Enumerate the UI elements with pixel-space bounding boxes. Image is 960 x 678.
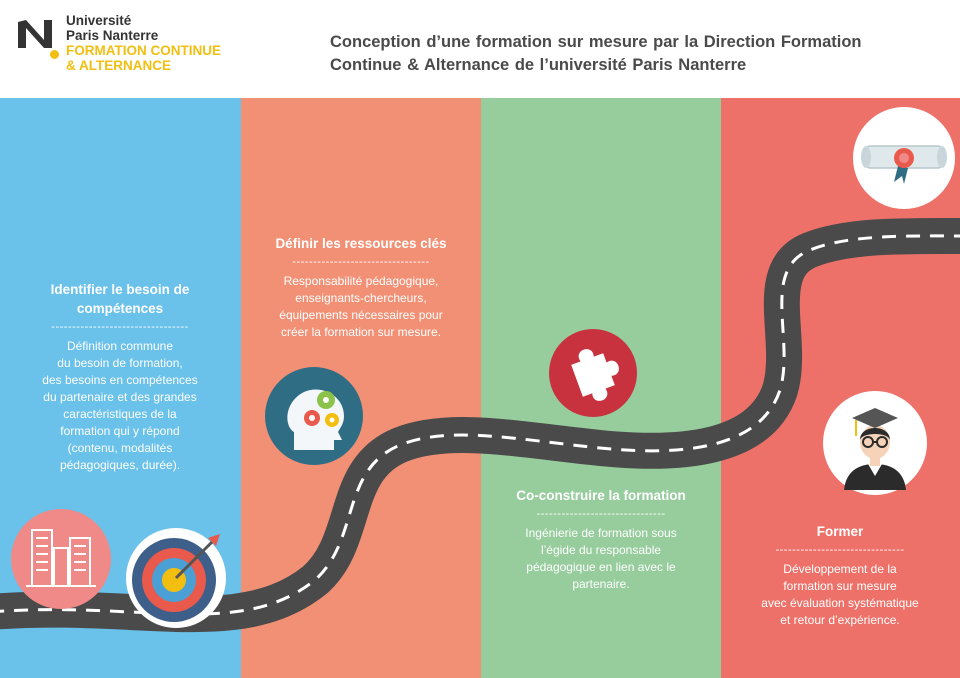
body-line: partenaire.: [572, 577, 630, 591]
body-line: avec évaluation systématique: [761, 596, 919, 610]
body-line: Développement de la: [783, 562, 897, 576]
page-title-line-1: Conception d’une formation sur mesure pa…: [330, 33, 862, 51]
diploma-icon: [853, 107, 955, 209]
step-identifier-heading: Identifier le besoin de compétences: [20, 280, 220, 318]
body-line: du partenaire et des grandes: [43, 390, 197, 404]
step-identifier: Identifier le besoin de compétences ----…: [20, 280, 220, 474]
university-logo-icon: [18, 20, 52, 48]
body-line: des besoins en compétences: [42, 373, 198, 387]
heading-line: Identifier le besoin de: [50, 282, 190, 297]
logo-line-1: Université: [66, 13, 132, 28]
body-line: l’égide du responsable: [540, 543, 662, 557]
logo-line-2: Paris Nanterre: [66, 28, 159, 43]
body-line: Ingénierie de formation sous: [525, 526, 677, 540]
heading-line: Définir les ressources clés: [275, 236, 447, 251]
body-line: pédagogique en lien avec le: [526, 560, 676, 574]
heading-line: Former: [816, 524, 864, 539]
header: Université Paris Nanterre FORMATION CONT…: [0, 0, 960, 98]
body-line: équipements nécessaires pour: [279, 308, 443, 322]
body-line: du besoin de formation,: [57, 356, 183, 370]
target-icon: [126, 528, 226, 628]
step-identifier-body: Définition commune du besoin de formatio…: [20, 338, 220, 474]
step-separator: ---------------------------------: [51, 321, 189, 333]
body-line: Définition commune: [66, 339, 174, 353]
page-title-line-2: Continue & Alternance de l’université Pa…: [330, 56, 747, 74]
heading-line: Co-construire la formation: [516, 488, 686, 503]
step-separator: -------------------------------: [536, 508, 666, 520]
step-former-heading: Former: [734, 522, 946, 541]
graduate-icon: [823, 391, 927, 495]
step-separator: -------------------------------: [775, 544, 905, 556]
logo-dot: [50, 50, 59, 59]
puzzle-icon: [549, 329, 637, 417]
body-line: enseignants-chercheurs,: [295, 291, 427, 305]
step-former-body: Développement de la formation sur mesure…: [734, 561, 946, 629]
step-co-construire-heading: Co-construire la formation: [496, 486, 706, 505]
body-line: formation sur mesure: [783, 579, 897, 593]
step-co-construire-body: Ingénierie de formation sous l’égide du …: [496, 525, 706, 593]
body-line: pédagogiques, durée).: [59, 458, 181, 472]
step-ressources: Définir les ressources clés ------------…: [254, 234, 468, 341]
heading-line: compétences: [76, 301, 164, 316]
body-line: (contenu, modalités: [67, 441, 173, 455]
logo-line-3: FORMATION CONTINUE: [66, 43, 221, 58]
body-line: Responsabilité pédagogique,: [283, 274, 439, 288]
step-ressources-heading: Définir les ressources clés: [254, 234, 468, 253]
step-separator: ---------------------------------: [292, 256, 430, 268]
step-ressources-body: Responsabilité pédagogique, enseignants-…: [254, 273, 468, 341]
body-line: caractéristiques de la: [63, 407, 177, 421]
buildings-icon: [11, 509, 111, 609]
page-title: Conception d’une formation sur mesure pa…: [330, 31, 930, 77]
logo-line-4: & ALTERNANCE: [66, 58, 171, 73]
step-former: Former ------------------------------- D…: [734, 522, 946, 629]
body-line: créer la formation sur mesure.: [280, 325, 442, 339]
step-co-construire: Co-construire la formation -------------…: [496, 486, 706, 593]
logo-text: Université Paris Nanterre FORMATION CONT…: [66, 13, 221, 73]
brain-gears-icon: [265, 367, 363, 465]
body-line: formation qui y répond: [60, 424, 180, 438]
body-line: et retour d’expérience.: [780, 613, 900, 627]
